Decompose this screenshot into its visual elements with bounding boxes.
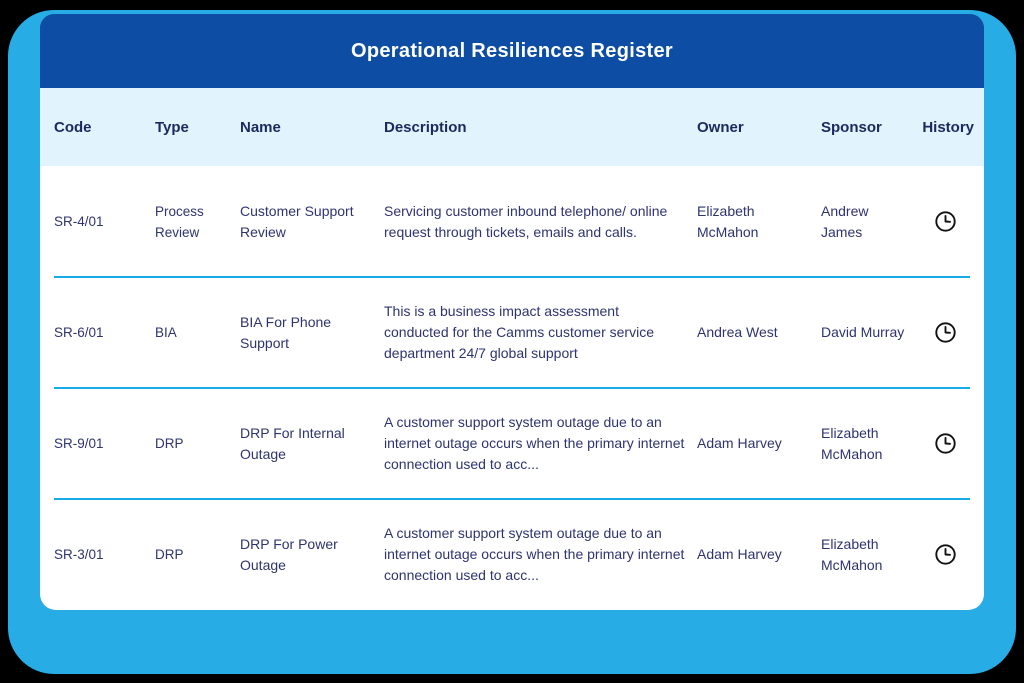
table-header-row: Code Type Name Description Owner Sponsor… [40,88,984,166]
cell-description: Servicing customer inbound telephone/ on… [384,202,668,240]
title-bar: Operational Resiliences Register [40,14,984,88]
clock-icon [935,433,956,454]
cell-history [917,320,974,346]
column-header-owner: Owner [697,118,744,136]
cell-sponsor: Elizabeth McMahon [821,424,883,462]
history-button[interactable] [933,431,959,457]
cell-description: A customer support system outage due to … [384,525,685,583]
cell-code: SR-4/01 [54,214,104,229]
cell-type: DRP [155,547,184,562]
table-row: SR-3/01 DRP DRP For Power Outage A custo… [54,498,970,610]
register-window: Operational Resiliences Register Code Ty… [40,14,984,610]
cell-code: SR-6/01 [54,325,104,340]
cell-owner: Andrea West [697,324,778,340]
column-header-history: History [922,118,974,136]
cell-code: SR-9/01 [54,436,104,451]
cell-description: This is a business impact assessment con… [384,303,654,361]
cell-sponsor: Elizabeth McMahon [821,535,883,573]
clock-icon [935,211,956,232]
table-body: SR-4/01 Process Review Customer Support … [54,166,970,610]
clock-icon [935,544,956,565]
cell-owner: Adam Harvey [697,546,782,562]
cell-history [917,542,974,568]
cell-name: DRP For Power Outage [240,535,338,573]
register-card: Operational Resiliences Register Code Ty… [8,10,1016,674]
column-header-name: Name [240,118,281,136]
cell-name: BIA For Phone Support [240,313,332,351]
cell-name: DRP For Internal Outage [240,424,345,462]
column-header-description: Description [384,118,467,136]
cell-type: Process Review [155,203,204,240]
cell-sponsor: Andrew James [821,202,869,240]
cell-history [917,431,974,457]
cell-type: BIA [155,325,177,340]
cell-sponsor: David Murray [821,324,905,340]
history-button[interactable] [933,542,959,568]
clock-icon [935,322,956,343]
cell-code: SR-3/01 [54,547,104,562]
page-title: Operational Resiliences Register [351,39,673,62]
cell-owner: Adam Harvey [697,435,782,451]
column-header-sponsor: Sponsor [821,118,882,136]
cell-owner: Elizabeth McMahon [697,202,759,240]
history-button[interactable] [933,320,959,346]
register-table: Code Type Name Description Owner Sponsor… [40,88,984,610]
table-row: SR-6/01 BIA BIA For Phone Support This i… [54,276,970,388]
cell-history [917,209,974,235]
column-header-code: Code [54,118,92,136]
table-row: SR-4/01 Process Review Customer Support … [54,166,970,277]
table-row: SR-9/01 DRP DRP For Internal Outage A cu… [54,387,970,499]
cell-type: DRP [155,436,184,451]
column-header-type: Type [155,118,189,136]
history-button[interactable] [933,209,959,235]
cell-description: A customer support system outage due to … [384,414,685,472]
cell-name: Customer Support Review [240,202,354,240]
